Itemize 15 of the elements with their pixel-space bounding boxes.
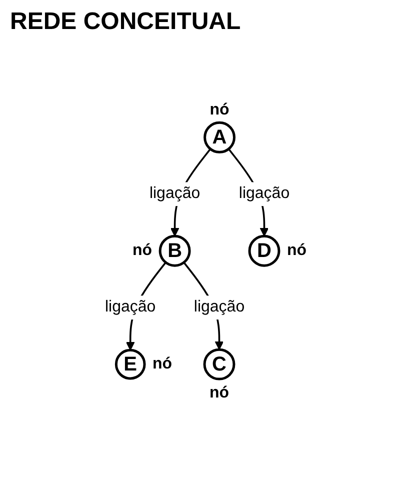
node-caption: nó [152, 356, 172, 373]
diagram-title: REDE CONCEITUAL [10, 8, 242, 36]
edge-label: ligação [104, 296, 156, 320]
node-circle: A [203, 121, 236, 154]
node-caption: nó [286, 242, 306, 260]
edge-label: ligação [149, 182, 200, 206]
edge-label: ligação [194, 296, 244, 320]
node-caption: nó [209, 384, 229, 402]
node-caption: nó [132, 242, 152, 260]
node-caption: nó [210, 102, 230, 119]
node-circle: C [203, 348, 235, 380]
node-circle: D [248, 234, 280, 267]
node-circle: B [158, 234, 190, 267]
node-circle: E [114, 348, 146, 380]
edge-label: ligação [238, 182, 290, 206]
